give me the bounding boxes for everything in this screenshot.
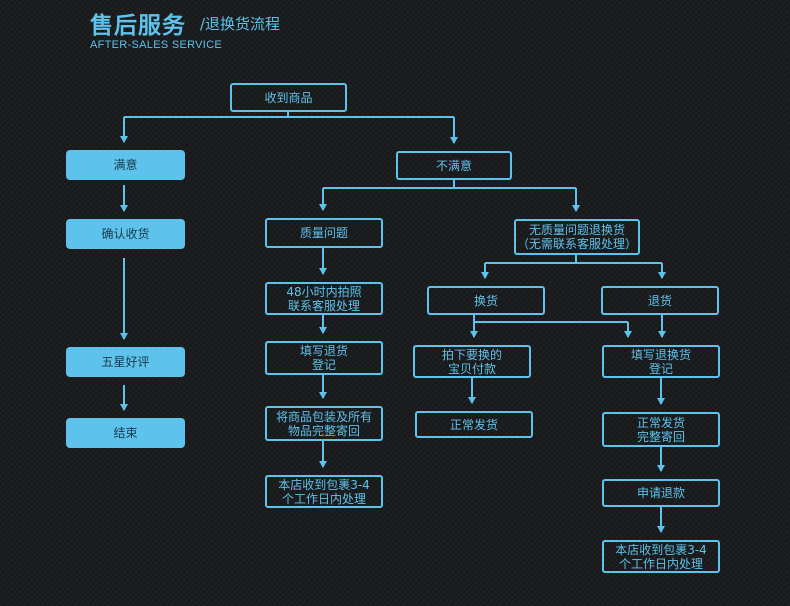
node-fill-exchange-form: 填写退换货 登记 (602, 345, 720, 378)
connector-no-quality-split (485, 255, 662, 264)
page-subtitle: /退换货流程 (200, 15, 281, 33)
connector-receive-split (124, 111, 454, 118)
node-normal-ship: 正常发货 (415, 411, 533, 438)
node-photo-contact: 48小时内拍照 联系客服处理 (265, 282, 383, 315)
node-quality-issue: 质量问题 (265, 218, 383, 248)
page-title: 售后服务 (90, 13, 186, 39)
node-five-star-review: 五星好评 (66, 347, 185, 377)
node-refund: 退货 (601, 286, 719, 315)
node-satisfied: 满意 (66, 150, 185, 180)
node-exchange: 换货 (427, 286, 545, 315)
page-subtitle-english: AFTER-SALES SERVICE (90, 39, 223, 51)
node-unsatisfied: 不满意 (396, 151, 512, 180)
connector-exchange-split (473, 315, 628, 323)
node-no-quality-issue: 无质量问题退换货 （无需联系客服处理） (514, 219, 640, 255)
node-confirm-receipt: 确认收货 (66, 219, 185, 249)
node-pack-and-return: 将商品包装及所有 物品完整寄回 (265, 406, 383, 441)
node-store-receive-a: 本店收到包裹3-4 个工作日内处理 (265, 475, 383, 508)
node-apply-refund: 申请退款 (602, 479, 720, 507)
node-order-and-pay: 拍下要换的 宝贝付款 (413, 345, 531, 378)
connector-unsatisfied-split (323, 180, 576, 189)
node-ship-and-return: 正常发货 完整寄回 (602, 412, 720, 447)
node-end: 结束 (66, 418, 185, 448)
node-receive-goods: 收到商品 (230, 83, 347, 112)
node-fill-return-form: 填写退货 登记 (265, 341, 383, 375)
node-store-receive-b: 本店收到包裹3-4 个工作日内处理 (602, 540, 720, 573)
